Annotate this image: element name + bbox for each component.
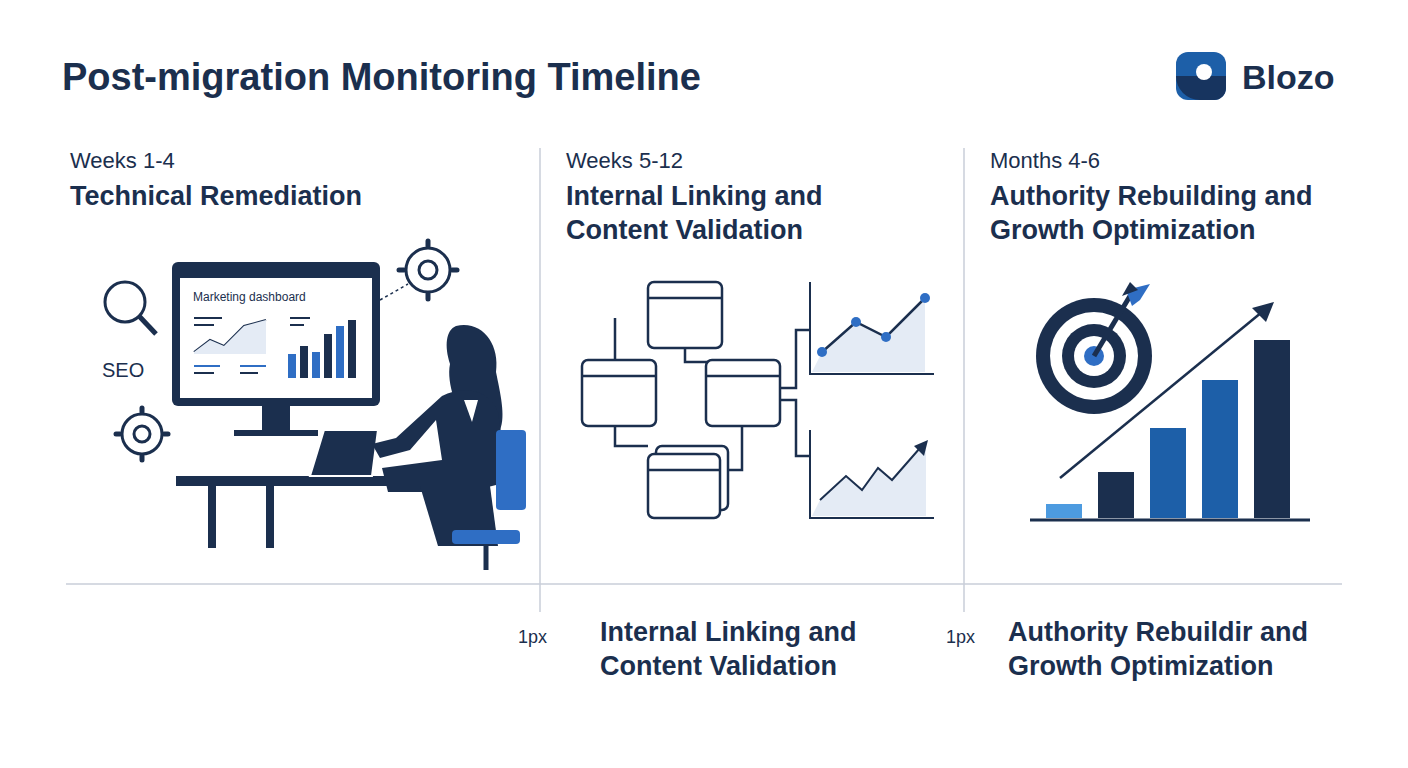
phase-heading: Authority Rebuildir and Growth Optimizat…	[1008, 616, 1353, 684]
seo-label: SEO	[102, 358, 144, 383]
note: 1px	[946, 626, 975, 649]
phase-period: Weeks 5-12	[566, 147, 683, 175]
logo-text: Blozo	[1242, 56, 1335, 99]
phase-period: Months 4-6	[990, 147, 1100, 175]
phase-heading: Authority Rebuilding and Growth Optimiza…	[990, 180, 1335, 248]
screen-label: Marketing dashboard	[193, 290, 306, 305]
page-title: Post-migration Monitoring Timeline	[62, 54, 701, 102]
phase-heading: Internal Linking and Content Validation	[600, 616, 920, 684]
logo-icon	[1176, 52, 1226, 100]
phase-period: Weeks 1-4	[70, 147, 175, 175]
phase-heading: Internal Linking and Content Validation	[566, 180, 886, 248]
note: 1px	[518, 626, 547, 649]
phase-heading: Technical Remediation	[70, 180, 470, 214]
